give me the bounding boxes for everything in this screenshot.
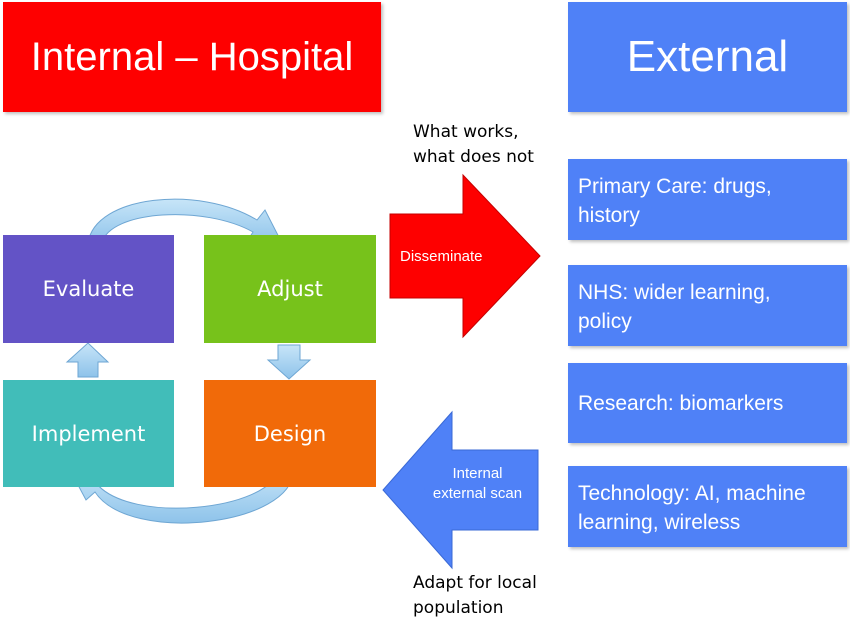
- what-works-note-line1: What works,: [413, 122, 519, 142]
- primary-care-line2: history: [578, 204, 640, 227]
- disseminate-label: Disseminate: [400, 248, 483, 265]
- external-scan-label-line2: external scan: [432, 485, 523, 502]
- research-line1: Research: biomarkers: [578, 392, 784, 415]
- implement-label: Implement: [31, 421, 146, 446]
- internal-hospital-header: Internal – Hospital: [3, 2, 381, 112]
- external-scan-label: Internal external scan: [415, 464, 540, 504]
- what-works-note: What works, what does not: [413, 120, 534, 170]
- technology-line1: Technology: AI, machine: [578, 482, 806, 505]
- adjust-to-design-arrow: [266, 344, 312, 380]
- adjust-box: Adjust: [204, 235, 376, 343]
- evaluate-label: Evaluate: [42, 277, 135, 301]
- design-box: Design: [204, 380, 376, 487]
- research-box: Research: biomarkers: [568, 363, 847, 443]
- nhs-box: NHS: wider learning, policy: [568, 265, 847, 346]
- adapt-local-note-line2: population: [413, 598, 504, 618]
- nhs-line1: NHS: wider learning,: [578, 281, 771, 304]
- design-label: Design: [253, 421, 327, 446]
- nhs-line2: policy: [578, 310, 632, 333]
- external-scan-arrow: [382, 410, 539, 570]
- disseminate-arrow: [389, 173, 541, 339]
- evaluate-box: Evaluate: [3, 235, 174, 343]
- implement-to-evaluate-arrow: [65, 342, 110, 378]
- primary-care-line1: Primary Care: drugs,: [578, 175, 772, 198]
- external-header: External: [568, 2, 847, 112]
- adjust-label: Adjust: [257, 277, 323, 301]
- implement-box: Implement: [3, 380, 174, 487]
- primary-care-box: Primary Care: drugs, history: [568, 159, 847, 240]
- technology-box: Technology: AI, machine learning, wirele…: [568, 466, 847, 547]
- technology-line2: learning, wireless: [578, 511, 741, 534]
- what-works-note-line2: what does not: [413, 147, 534, 167]
- adapt-local-note-line1: Adapt for local: [413, 573, 537, 593]
- adapt-local-note: Adapt for local population: [413, 571, 537, 621]
- external-scan-label-line1: Internal: [452, 465, 503, 482]
